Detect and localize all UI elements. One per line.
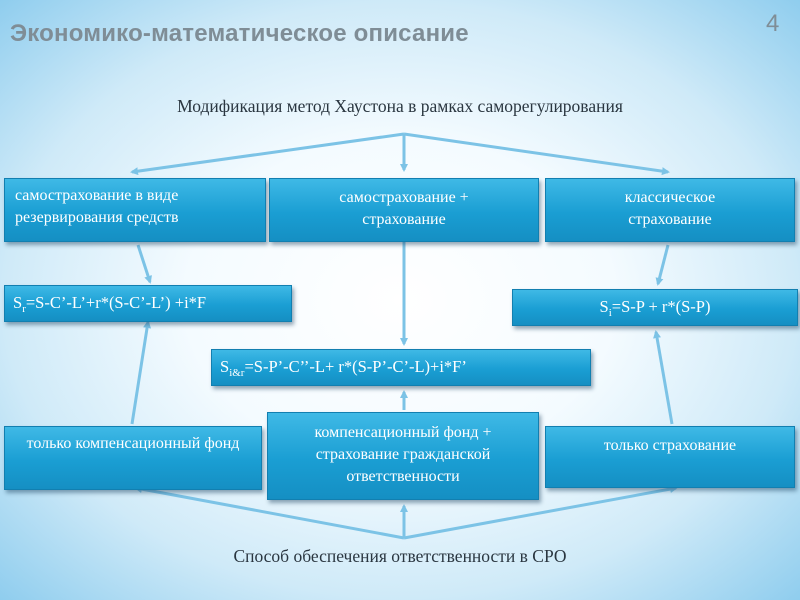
formula-si: Si=S-P + r*(S-P): [512, 289, 798, 326]
arrow-top-to-left: [130, 132, 405, 176]
box-label: только компенсационный фонд: [26, 435, 240, 452]
box-label: компенсационный фонд + страхование гражд…: [314, 424, 492, 485]
formula-body: =S-P’-C’’-L+ r*(S-P’-C’-L)+i*F’: [244, 357, 467, 376]
formula-subscript: r: [22, 303, 26, 315]
formula-symbol: S: [599, 297, 609, 316]
page-number: 4: [766, 10, 780, 37]
formula-subscript: i&r: [229, 367, 245, 379]
slide-title: Экономико-математическое описание: [10, 20, 469, 47]
box-label: самострахование в виде резервирования ср…: [15, 187, 179, 226]
arrow-left-box-to-formula: [136, 244, 152, 284]
box-self-insurance-reserve: самострахование в виде резервирования ср…: [4, 178, 266, 242]
formula-sr: Sr=S-C’-L’+r*(S-C’-L’) +i*F: [4, 285, 292, 322]
box-label: самострахование + страхование: [339, 189, 469, 228]
arrow-top-to-right: [403, 132, 670, 176]
box-comp-fund-plus-liability: компенсационный фонд + страхование гражд…: [267, 412, 539, 500]
box-classic-insurance: классическое страхование: [545, 178, 795, 242]
arrow-right-bottom-to-formula: [653, 330, 674, 425]
formula-subscript: i: [608, 307, 612, 319]
formula-symbol: S: [220, 357, 230, 376]
formula-symbol: S: [13, 293, 23, 312]
formula-body: =S-P + r*(S-P): [611, 297, 711, 316]
arrow-left-bottom-to-formula: [130, 320, 152, 425]
formula-body: =S-C’-L’+r*(S-C’-L’) +i*F: [25, 293, 207, 312]
arrow-bottom-to-left: [134, 485, 405, 540]
formula-sir: Si&r=S-P’-C’’-L+ r*(S-P’-C’-L)+i*F’: [211, 349, 591, 386]
box-comp-fund-only: только компенсационный фонд: [4, 426, 262, 490]
top-heading: Модификация метод Хаустона в рамках само…: [177, 96, 623, 116]
box-label: только страхование: [603, 437, 737, 454]
box-insurance-only: только страхование: [545, 426, 795, 488]
box-label: классическое страхование: [624, 189, 716, 228]
arrow-bottom-to-right: [403, 485, 678, 540]
box-self-insurance-plus-insurance: самострахование + страхование: [269, 178, 539, 242]
arrow-right-box-to-formula: [655, 244, 670, 286]
bottom-heading: Способ обеспечения ответственности в СРО: [233, 546, 567, 566]
